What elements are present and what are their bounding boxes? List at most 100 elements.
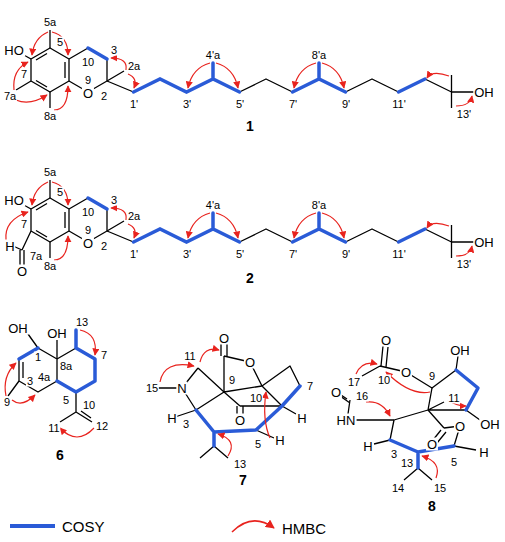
atom-number: 8a	[43, 261, 57, 272]
atom-number: 10	[82, 400, 96, 411]
atom-number: 10	[81, 57, 95, 68]
atom-number: 2	[100, 241, 108, 252]
atom-number: 4a	[37, 372, 51, 383]
atom-number: 9	[3, 397, 11, 408]
atom-number: 5a	[43, 167, 57, 178]
atom-number: 1'	[129, 99, 139, 110]
atom-number: 8a	[59, 361, 73, 372]
atom-label: O	[380, 334, 392, 347]
atom-number: 11	[447, 393, 460, 404]
atom-number: 2a	[127, 211, 141, 222]
compound-number: 8	[427, 499, 437, 513]
atom-number: 5'	[235, 99, 245, 110]
compound-1	[14, 30, 474, 110]
compound-2	[6, 180, 474, 266]
atom-number: 16	[355, 391, 369, 402]
legend-samples	[10, 521, 274, 532]
atom-label: O	[82, 237, 94, 250]
atom-number: 9	[228, 375, 236, 386]
atom-number: 7a	[3, 91, 17, 102]
atom-label: O	[234, 414, 246, 427]
atom-label: O	[16, 265, 28, 278]
legend-text: HMBC	[282, 521, 326, 536]
atom-label: OH	[449, 344, 471, 357]
atom-number: 13	[233, 459, 247, 470]
atom-number: 13'	[456, 109, 472, 120]
atom-number: 1'	[129, 249, 139, 260]
atom-number: 7	[306, 381, 314, 392]
atom-number: 5	[450, 457, 458, 468]
compound-number: 2	[245, 271, 255, 285]
atom-number: 10	[377, 375, 391, 386]
atom-number: 7	[20, 219, 28, 230]
atom-number: 3	[182, 419, 190, 430]
atom-number: 2a	[127, 61, 141, 72]
atom-label: O	[454, 420, 466, 433]
atom-number: 5	[56, 37, 64, 48]
atom-label: OH	[7, 322, 29, 335]
atom-label: O	[218, 332, 230, 345]
compound-6	[5, 330, 95, 437]
atom-number: 15	[433, 483, 447, 494]
atom-label: H	[166, 412, 177, 425]
atom-number: 5'	[235, 249, 245, 260]
atom-label: OH	[473, 236, 495, 249]
compound-7	[152, 344, 300, 458]
legend-text: COSY	[62, 519, 105, 534]
compound-number: 7	[238, 473, 248, 487]
atom-number: 12	[95, 421, 109, 432]
atom-number: 10	[249, 393, 263, 404]
atom-number: 7'	[288, 99, 298, 110]
atom-number: 7a	[29, 251, 43, 262]
atom-number: 5	[56, 187, 64, 198]
atom-number: 1	[34, 352, 42, 363]
atom-label: H	[296, 412, 307, 425]
atom-number: 11	[183, 351, 196, 362]
atom-label: O	[426, 438, 438, 451]
atom-number: 14	[391, 483, 405, 494]
atom-label: H	[478, 446, 489, 459]
atom-number: 3'	[182, 99, 192, 110]
atom-number: 9'	[341, 249, 351, 260]
atom-number: 4'a	[205, 200, 221, 211]
atom-number: 3	[390, 449, 398, 460]
compound-8	[338, 346, 480, 480]
atom-label: HN	[336, 414, 357, 427]
atom-number: 7'	[288, 249, 298, 260]
atom-number: 9'	[341, 99, 351, 110]
atom-number: 13'	[456, 259, 472, 270]
atom-label: OH	[46, 327, 68, 340]
atom-number: 11'	[391, 99, 407, 110]
atom-number: 3'	[182, 249, 192, 260]
atom-number: 11	[47, 423, 60, 434]
atom-label: O	[82, 87, 94, 100]
atom-number: 4'a	[205, 50, 221, 61]
atom-label: H	[4, 240, 15, 253]
cosy-sample	[10, 524, 55, 528]
atom-number: 7	[20, 69, 28, 80]
atom-label: H	[274, 434, 285, 447]
atom-label: HO	[3, 44, 25, 57]
atom-label: N	[176, 382, 187, 395]
atom-number: 3	[110, 45, 118, 56]
atom-label: HO	[3, 194, 25, 207]
atom-number: 3	[110, 195, 118, 206]
atom-number: 11'	[391, 249, 407, 260]
atom-number: 3	[26, 376, 34, 387]
atom-number: 5	[62, 395, 70, 406]
atom-label: O	[244, 356, 256, 369]
atom-number: 5a	[43, 17, 57, 28]
atom-number: 8'a	[311, 50, 327, 61]
atom-number: 13	[75, 317, 89, 328]
atom-label: OH	[473, 86, 495, 99]
compound-number: 6	[55, 448, 65, 462]
atom-number: 8'a	[311, 200, 327, 211]
atom-number: 13	[400, 458, 414, 469]
atom-number: 7	[100, 350, 108, 361]
atom-label: H	[362, 440, 373, 453]
hmbc-sample	[232, 521, 274, 532]
atom-number: 8a	[43, 111, 57, 122]
atom-number: 2	[100, 91, 108, 102]
atom-number: 17	[347, 377, 361, 388]
atom-number: 9	[84, 75, 92, 86]
